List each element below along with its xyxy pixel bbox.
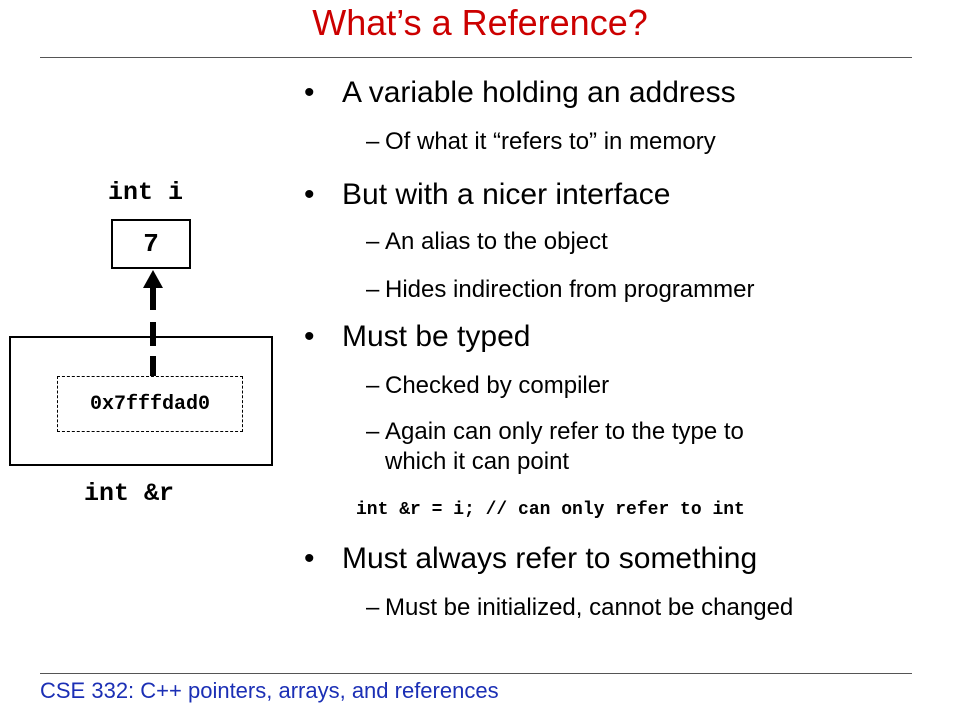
dash-mark: –: [366, 594, 380, 621]
dash-mark: –: [366, 128, 380, 155]
dash-mark: –: [366, 228, 380, 255]
dash-mark: –: [366, 418, 380, 445]
code-example: int &r = i; // can only refer to int: [356, 500, 745, 520]
dash-mark: –: [366, 372, 380, 399]
slide-title: What’s a Reference?: [312, 2, 648, 43]
arrow-head: [143, 270, 163, 288]
slide-footer: CSE 332: C++ pointers, arrays, and refer…: [40, 678, 499, 703]
bullet-mark: •: [304, 320, 315, 353]
sub-bullet-2-2-text: Hides indirection from programmer: [385, 276, 755, 303]
arrow-dash-1: [150, 288, 156, 310]
reference-arrow-icon: [143, 270, 163, 376]
sub-bullet-3-2-text-line2: which it can point: [385, 448, 570, 475]
bullet-4-text: Must always refer to something: [342, 542, 758, 575]
int-ref-box: [9, 336, 273, 466]
arrow-dash-2: [150, 322, 156, 346]
bullet-1-text: A variable holding an address: [342, 76, 736, 109]
dash-mark: –: [366, 276, 380, 303]
sub-bullet-3-1-text: Checked by compiler: [385, 372, 610, 399]
int-i-box: 7: [111, 219, 191, 269]
sub-bullet-4-1-text: Must be initialized, cannot be changed: [385, 594, 794, 621]
bullet-3-text: Must be typed: [342, 320, 531, 353]
ref-address-value: 0x7fffdad0: [89, 392, 211, 416]
sub-bullet-1-1-text: Of what it “refers to” in memory: [385, 128, 716, 155]
footer-divider: [40, 673, 912, 674]
title-divider: [40, 57, 912, 58]
bullet-mark: •: [304, 542, 315, 575]
bullet-mark: •: [304, 76, 315, 109]
bullet-2-text: But with a nicer interface: [342, 178, 671, 211]
ref-address-box: 0x7fffdad0: [57, 376, 243, 432]
bullet-mark: •: [304, 178, 315, 211]
sub-bullet-2-1-text: An alias to the object: [385, 228, 608, 255]
int-i-label: int i: [108, 178, 184, 207]
int-i-value: 7: [143, 229, 159, 259]
int-ref-label: int &r: [84, 479, 175, 508]
arrow-dash-3: [150, 356, 156, 376]
sub-bullet-3-2-text-line1: Again can only refer to the type to: [385, 418, 744, 445]
